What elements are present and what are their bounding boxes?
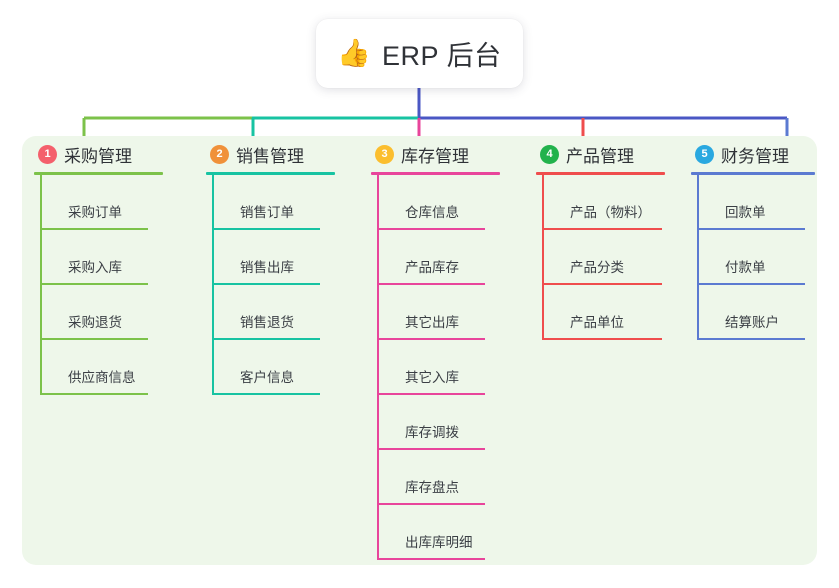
branch-item-underline bbox=[214, 338, 320, 340]
branch-item[interactable]: 结算账户 bbox=[697, 285, 817, 340]
branch-badge-2: 2 bbox=[210, 144, 229, 164]
branch-column-1: 1 采购管理采购订单采购入库采购退货供应商信息 bbox=[22, 136, 194, 565]
branch-column-4: 4 产品管理产品（物料） 产品分类产品单位 bbox=[524, 136, 679, 565]
branches-panel bbox=[22, 136, 817, 565]
branch-items-1: 采购订单采购入库采购退货供应商信息 bbox=[40, 175, 194, 395]
branch-item-label: 库存调拨 bbox=[405, 425, 459, 440]
branch-item-label: 结算账户 bbox=[725, 315, 779, 330]
branch-item-label: 产品单位 bbox=[570, 315, 624, 330]
branch-item-label: 销售退货 bbox=[240, 315, 294, 330]
branch-item-label: 仓库信息 bbox=[405, 205, 459, 220]
branch-item-underline bbox=[379, 448, 485, 450]
branch-title-4: 产品管理 bbox=[566, 146, 634, 166]
branch-column-3: 3 库存管理仓库信息产品库存其它出库其它入库库存调拨库存盘点出库库明细 bbox=[359, 136, 524, 565]
branch-header-2[interactable]: 2 销售管理 bbox=[194, 136, 359, 172]
branch-item-underline bbox=[42, 283, 148, 285]
branch-item-underline bbox=[379, 503, 485, 505]
branch-item-label: 客户信息 bbox=[240, 370, 294, 385]
branch-header-1[interactable]: 1 采购管理 bbox=[22, 136, 194, 172]
branch-item-underline bbox=[42, 338, 148, 340]
branch-column-5: 5 财务管理回款单付款单结算账户 bbox=[679, 136, 817, 565]
branch-items-4: 产品（物料） 产品分类产品单位 bbox=[542, 175, 679, 340]
branch-item-underline bbox=[379, 228, 485, 230]
branch-item-underline bbox=[42, 393, 148, 395]
branch-rule-2 bbox=[206, 172, 335, 175]
branch-item-underline bbox=[214, 228, 320, 230]
branch-item-underline bbox=[379, 338, 485, 340]
branch-item[interactable]: 产品（物料） bbox=[542, 175, 679, 230]
branch-item[interactable]: 其它出库 bbox=[377, 285, 524, 340]
branch-header-3[interactable]: 3 库存管理 bbox=[359, 136, 524, 172]
branch-item[interactable]: 回款单 bbox=[697, 175, 817, 230]
branch-item[interactable]: 采购订单 bbox=[40, 175, 194, 230]
branch-header-5[interactable]: 5 财务管理 bbox=[679, 136, 817, 172]
branch-item-label: 采购订单 bbox=[68, 205, 122, 220]
branch-item[interactable]: 采购入库 bbox=[40, 230, 194, 285]
branch-items-3: 仓库信息产品库存其它出库其它入库库存调拨库存盘点出库库明细 bbox=[377, 175, 524, 560]
branch-item[interactable]: 库存调拨 bbox=[377, 395, 524, 450]
branch-item-label: 采购退货 bbox=[68, 315, 122, 330]
branch-badge-5: 5 bbox=[695, 144, 714, 164]
branch-item[interactable]: 销售退货 bbox=[212, 285, 359, 340]
root-title: ERP 后台 bbox=[382, 41, 502, 71]
branch-item-underline bbox=[699, 283, 805, 285]
branch-item-underline bbox=[379, 283, 485, 285]
branch-badge-1: 1 bbox=[38, 144, 57, 164]
branch-item[interactable]: 仓库信息 bbox=[377, 175, 524, 230]
branch-header-4[interactable]: 4 产品管理 bbox=[524, 136, 679, 172]
branch-item-underline bbox=[379, 393, 485, 395]
branch-item-label: 产品库存 bbox=[405, 260, 459, 275]
branch-item-label: 其它入库 bbox=[405, 370, 459, 385]
branch-item-label: 产品（物料） bbox=[570, 205, 651, 220]
branch-item-label: 供应商信息 bbox=[68, 370, 136, 385]
branch-item-label: 销售出库 bbox=[240, 260, 294, 275]
branch-title-5: 财务管理 bbox=[721, 146, 789, 166]
branch-item[interactable]: 采购退货 bbox=[40, 285, 194, 340]
branch-item-label: 产品分类 bbox=[570, 260, 624, 275]
branch-item[interactable]: 付款单 bbox=[697, 230, 817, 285]
branch-item-underline bbox=[379, 558, 485, 560]
branch-badge-3: 3 bbox=[375, 144, 394, 164]
branch-item-label: 库存盘点 bbox=[405, 480, 459, 495]
branch-item-underline bbox=[42, 228, 148, 230]
branch-title-1: 采购管理 bbox=[64, 146, 132, 166]
branch-item-underline bbox=[544, 338, 662, 340]
branch-item-label: 付款单 bbox=[725, 260, 766, 275]
branch-rule-4 bbox=[536, 172, 665, 175]
branch-column-2: 2 销售管理销售订单销售出库销售退货客户信息 bbox=[194, 136, 359, 565]
branch-item-underline bbox=[214, 283, 320, 285]
branch-title-2: 销售管理 bbox=[236, 146, 304, 166]
branch-item[interactable]: 出库库明细 bbox=[377, 505, 524, 560]
branch-columns: 1 采购管理采购订单采购入库采购退货供应商信息 2 销售管理销售订单销售出库销售退货客… bbox=[22, 136, 817, 565]
branch-item-underline bbox=[544, 228, 662, 230]
branch-item-label: 销售订单 bbox=[240, 205, 294, 220]
branch-rule-1 bbox=[34, 172, 163, 175]
branch-item[interactable]: 其它入库 bbox=[377, 340, 524, 395]
branch-item[interactable]: 产品库存 bbox=[377, 230, 524, 285]
branch-item[interactable]: 销售出库 bbox=[212, 230, 359, 285]
branch-rule-3 bbox=[371, 172, 500, 175]
branch-badge-4: 4 bbox=[540, 144, 559, 164]
branch-item[interactable]: 产品分类 bbox=[542, 230, 679, 285]
branch-item[interactable]: 产品单位 bbox=[542, 285, 679, 340]
branch-item-underline bbox=[699, 228, 805, 230]
branch-item[interactable]: 销售订单 bbox=[212, 175, 359, 230]
branch-title-3: 库存管理 bbox=[401, 146, 469, 166]
root-node[interactable]: 👍 ERP 后台 bbox=[316, 19, 523, 88]
branch-item[interactable]: 客户信息 bbox=[212, 340, 359, 395]
branch-item-label: 回款单 bbox=[725, 205, 766, 220]
branch-item-label: 采购入库 bbox=[68, 260, 122, 275]
branch-items-5: 回款单付款单结算账户 bbox=[697, 175, 817, 340]
branch-item-underline bbox=[544, 283, 662, 285]
branch-item-label: 出库库明细 bbox=[405, 535, 473, 550]
branch-item-underline bbox=[214, 393, 320, 395]
branch-item-label: 其它出库 bbox=[405, 315, 459, 330]
branch-items-2: 销售订单销售出库销售退货客户信息 bbox=[212, 175, 359, 395]
branch-rule-5 bbox=[691, 172, 815, 175]
thumbs-up-icon: 👍 bbox=[337, 38, 372, 69]
branch-item-underline bbox=[699, 338, 805, 340]
branch-item[interactable]: 库存盘点 bbox=[377, 450, 524, 505]
branch-item[interactable]: 供应商信息 bbox=[40, 340, 194, 395]
